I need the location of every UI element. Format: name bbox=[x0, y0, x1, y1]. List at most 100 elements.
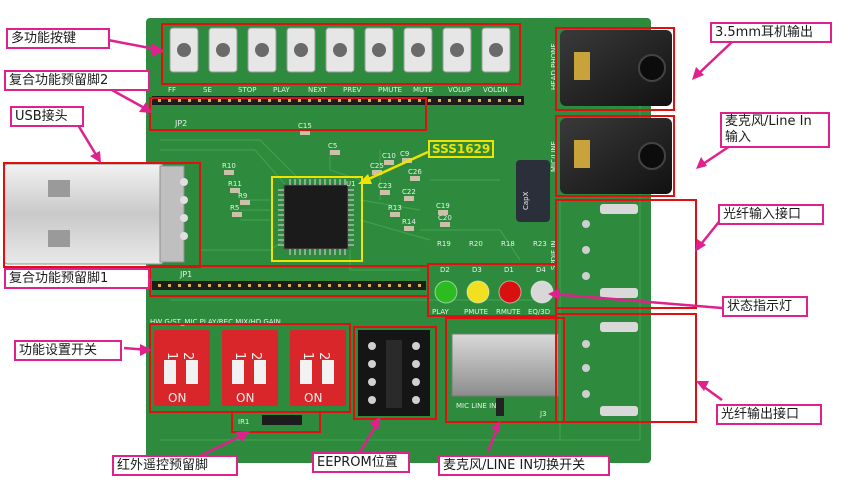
silk-button-label: MUTE bbox=[413, 86, 433, 94]
tactile-button-cap-4 bbox=[294, 43, 308, 57]
header-pin bbox=[258, 284, 261, 287]
silk-component-ref: C5 bbox=[328, 142, 337, 150]
usb-solder-pads bbox=[180, 178, 188, 240]
arrow-usb bbox=[76, 124, 100, 159]
frame-ir bbox=[231, 411, 321, 433]
silk-component-ref: C20 bbox=[438, 214, 452, 222]
smd-part bbox=[240, 200, 250, 205]
header-pin bbox=[388, 284, 391, 287]
silk-button-label: PLAY bbox=[273, 86, 291, 94]
silk-dip-number-1: 1 bbox=[164, 352, 179, 360]
headphone-jack-port bbox=[638, 54, 666, 82]
label-reserved-pin1: 复合功能预留脚1 bbox=[4, 268, 150, 289]
smd-part bbox=[440, 222, 450, 227]
label-ir-reserved: 红外遥控预留脚 bbox=[112, 455, 238, 476]
silk-resistor-ref: R20 bbox=[469, 240, 483, 248]
silk-ir1: IR1 bbox=[238, 418, 249, 426]
header-pin bbox=[408, 99, 411, 102]
status-led-2 bbox=[466, 280, 490, 304]
header-pin bbox=[248, 99, 251, 102]
header-pin bbox=[248, 284, 251, 287]
optical-in-pads bbox=[582, 204, 638, 298]
dip-switch-2 bbox=[222, 330, 278, 406]
header-pin bbox=[178, 284, 181, 287]
header-pin bbox=[328, 99, 331, 102]
header-pin bbox=[428, 99, 431, 102]
header-pin bbox=[298, 284, 301, 287]
header-pin bbox=[238, 99, 241, 102]
label-reserved-pin2: 复合功能预留脚2 bbox=[4, 70, 150, 91]
header-pin bbox=[318, 99, 321, 102]
header-pin bbox=[398, 284, 401, 287]
highlight-frames bbox=[3, 23, 697, 433]
headphone-jack-contact bbox=[574, 52, 590, 80]
silk-component-ref: R11 bbox=[228, 180, 242, 188]
headphone-jack bbox=[560, 30, 672, 106]
header-pin bbox=[238, 284, 241, 287]
silk-button-label: SE bbox=[203, 86, 212, 94]
status-led-1 bbox=[434, 280, 458, 304]
header-pin bbox=[468, 99, 471, 102]
frame-chip bbox=[271, 176, 363, 262]
dip-toggle bbox=[232, 360, 244, 384]
silk-dip-number-2: 2 bbox=[248, 352, 263, 360]
silk-cap-text: CapX bbox=[522, 191, 530, 210]
header-pin bbox=[298, 99, 301, 102]
tactile-button-cap-6 bbox=[372, 43, 386, 57]
smd-part bbox=[330, 150, 340, 155]
header-pin bbox=[498, 99, 501, 102]
header-pin bbox=[328, 284, 331, 287]
silk-led-ref: D4 bbox=[536, 266, 546, 274]
header-pin bbox=[228, 284, 231, 287]
frame-mic-jack bbox=[555, 115, 675, 197]
smd-part bbox=[438, 210, 448, 215]
header-pin bbox=[368, 99, 371, 102]
tactile-button-cap-3 bbox=[255, 43, 269, 57]
silk-dip-on: ON bbox=[304, 391, 322, 405]
arrow-led bbox=[551, 292, 723, 310]
silk-button-label: PMUTE bbox=[378, 86, 402, 94]
arrow-buttons bbox=[107, 38, 161, 52]
smd-part bbox=[410, 176, 420, 181]
chip-pins bbox=[278, 179, 354, 255]
label-mic-line-switch: 麦克风/LINE IN切换开关 bbox=[438, 455, 610, 476]
label-usb-connector: USB接头 bbox=[10, 106, 84, 127]
dip-toggle bbox=[254, 360, 266, 384]
header-pin bbox=[208, 99, 211, 102]
chip-sss1629 bbox=[283, 184, 349, 250]
label-status-led: 状态指示灯 bbox=[722, 296, 808, 317]
silk-led-label: RMUTE bbox=[496, 308, 521, 316]
silk-component-ref: C9 bbox=[400, 150, 409, 158]
status-led-3 bbox=[498, 280, 522, 304]
label-chip-sss1629: SSS1629 bbox=[428, 140, 495, 158]
silk-spdif: SPDIF IN bbox=[550, 240, 558, 270]
silk-led-label: PLAY bbox=[432, 308, 450, 316]
header-pin bbox=[338, 284, 341, 287]
silk-button-label: FF bbox=[168, 86, 176, 94]
header-pin bbox=[308, 284, 311, 287]
mic-line-slide-switch bbox=[451, 333, 559, 397]
smd-part bbox=[300, 130, 310, 135]
silk-led-label: PMUTE bbox=[464, 308, 488, 316]
header-pin bbox=[338, 99, 341, 102]
usb-connector-slot-upper bbox=[48, 180, 70, 197]
dip-toggle bbox=[186, 360, 198, 384]
header-pin bbox=[268, 284, 271, 287]
header-pin bbox=[208, 284, 211, 287]
label-eeprom: EEPROM位置 bbox=[312, 452, 410, 473]
header-pin bbox=[458, 99, 461, 102]
mic-line-slide-knob bbox=[496, 398, 504, 416]
dip-toggle bbox=[300, 360, 312, 384]
frame-eeprom bbox=[353, 326, 437, 420]
header-pin bbox=[418, 99, 421, 102]
usb-connector-slot-lower bbox=[48, 230, 70, 247]
label-headphone-out: 3.5mm耳机输出 bbox=[710, 22, 832, 43]
silk-resistor-ref: R19 bbox=[437, 240, 451, 248]
silk-component-ref: R5 bbox=[230, 204, 239, 212]
smd-part bbox=[390, 212, 400, 217]
silk-jp1: JP1 bbox=[179, 270, 192, 279]
header-pin bbox=[158, 284, 161, 287]
header-pin bbox=[448, 99, 451, 102]
header-pin bbox=[378, 284, 381, 287]
